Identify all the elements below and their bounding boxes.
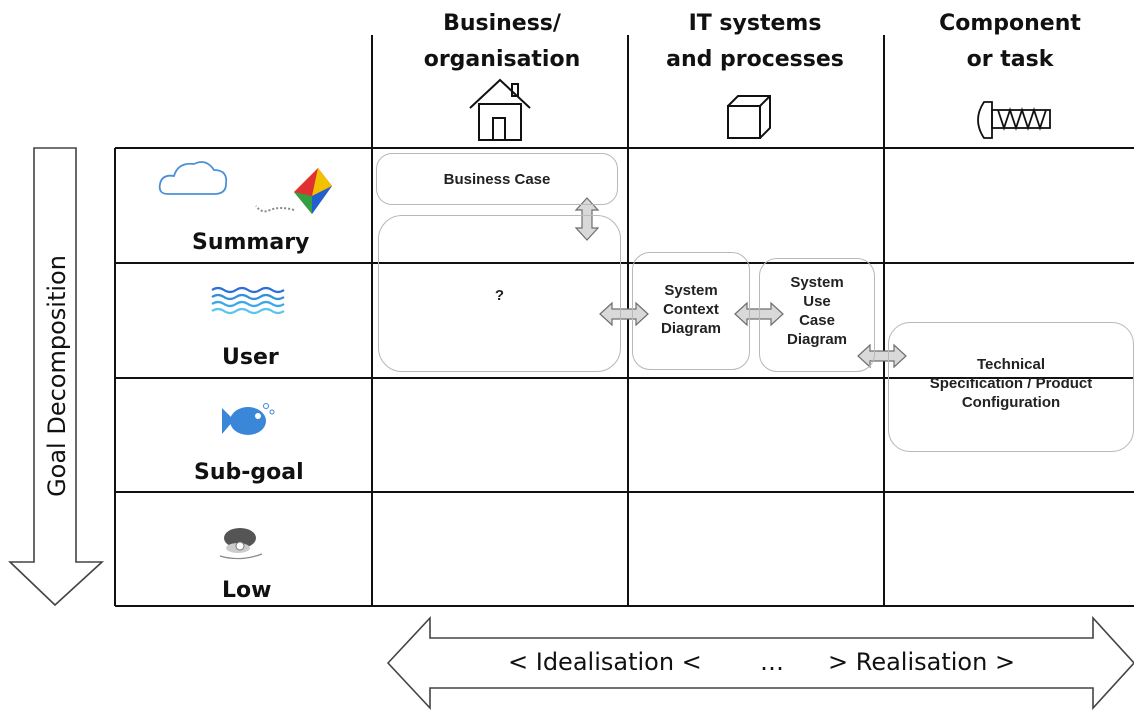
technical-specification-label: Technical Specification / Product Config…: [929, 356, 1093, 411]
business-case-box: [376, 153, 618, 205]
row-label-sub-goal: Sub-goal: [194, 460, 304, 485]
column-header-component: Component or task: [939, 11, 1081, 72]
row-label-summary: Summary: [192, 230, 310, 255]
system-context-diagram-label: System Context Diagram: [660, 282, 722, 337]
goal-decomposition-arrow: [8, 147, 105, 607]
house-icon: [469, 78, 531, 141]
idealisation-label: < Idealisation <: [508, 648, 702, 676]
row-label-low: Low: [222, 578, 272, 603]
ellipsis-label: …: [760, 648, 784, 676]
clam-icon: [219, 528, 263, 560]
realisation-label: > Realisation >: [828, 648, 1016, 676]
cloud-icon: [158, 161, 228, 195]
waves-icon: [211, 286, 285, 315]
connector-business-case-to-question: [574, 197, 600, 241]
business-case-label: Business Case: [443, 171, 551, 188]
column-header-business: Business/ organisation: [423, 11, 581, 72]
question-label: ?: [494, 287, 505, 304]
connector-question-to-system-context: [599, 301, 649, 327]
screw-icon: [977, 101, 1051, 139]
fish-icon: [222, 403, 275, 435]
matrix-grid: [114, 35, 1134, 607]
kite-icon: [255, 168, 332, 214]
system-use-case-diagram-box: [759, 258, 875, 372]
system-use-case-diagram-label: System Use Case Diagram: [786, 274, 848, 348]
question-box: [378, 215, 621, 372]
system-context-diagram-box: [632, 252, 750, 370]
idealisation-realisation-arrow: [386, 615, 1134, 711]
column-header-it-systems: IT systems and processes: [666, 11, 844, 72]
vertical-axis-label: Goal Decomposition: [43, 255, 71, 497]
cube-icon: [727, 95, 771, 139]
row-label-user: User: [222, 345, 279, 370]
